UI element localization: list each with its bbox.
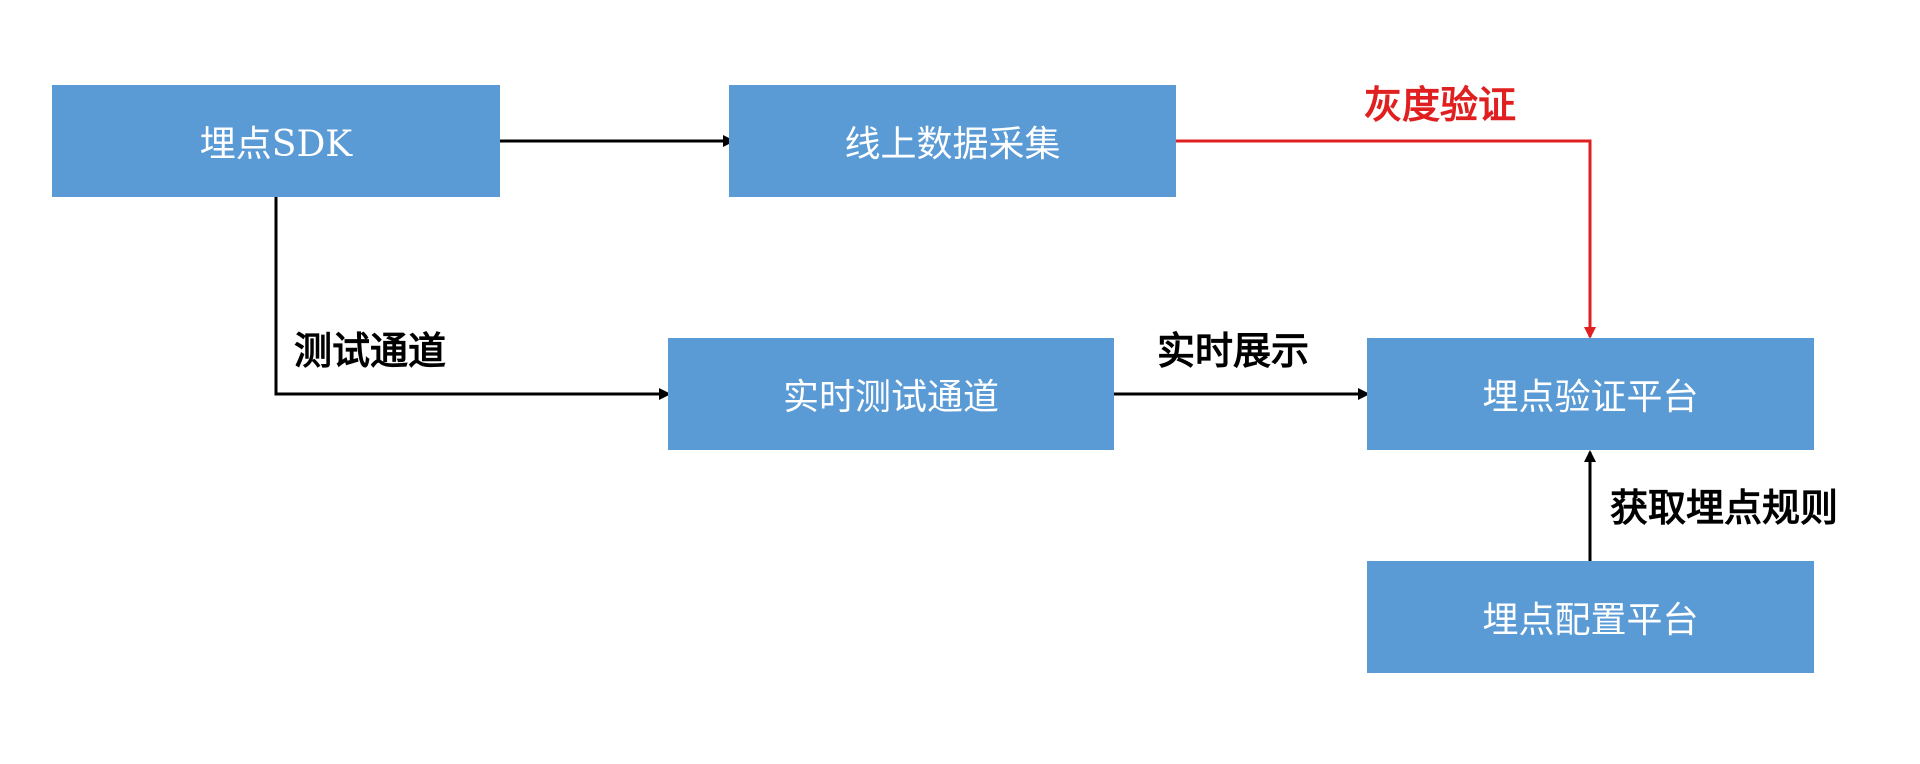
online-collection-node: 线上数据采集 — [729, 85, 1176, 197]
arrow-online-to-verify — [1176, 139, 1596, 339]
config-platform-node-label: 埋点配置平台 — [1482, 600, 1699, 641]
realtime-test-channel-node-label: 实时测试通道 — [782, 377, 999, 418]
fetch-rules-label: 获取埋点规则 — [1610, 486, 1839, 530]
realtime-display-label: 实时展示 — [1157, 329, 1310, 373]
sdk-node: 埋点SDK — [52, 85, 500, 197]
gray-verify-label: 灰度验证 — [1364, 83, 1517, 127]
arrow-sdk-to-realtime — [274, 197, 671, 400]
online-collection-node-label: 线上数据采集 — [844, 124, 1061, 165]
verify-platform-node-label: 埋点验证平台 — [1482, 377, 1699, 418]
test-channel-label: 测试通道 — [294, 329, 447, 373]
sdk-node-label: 埋点SDK — [199, 124, 353, 165]
verify-platform-node: 埋点验证平台 — [1367, 338, 1814, 450]
realtime-test-channel-node: 实时测试通道 — [668, 338, 1114, 450]
config-platform-node: 埋点配置平台 — [1367, 561, 1814, 673]
